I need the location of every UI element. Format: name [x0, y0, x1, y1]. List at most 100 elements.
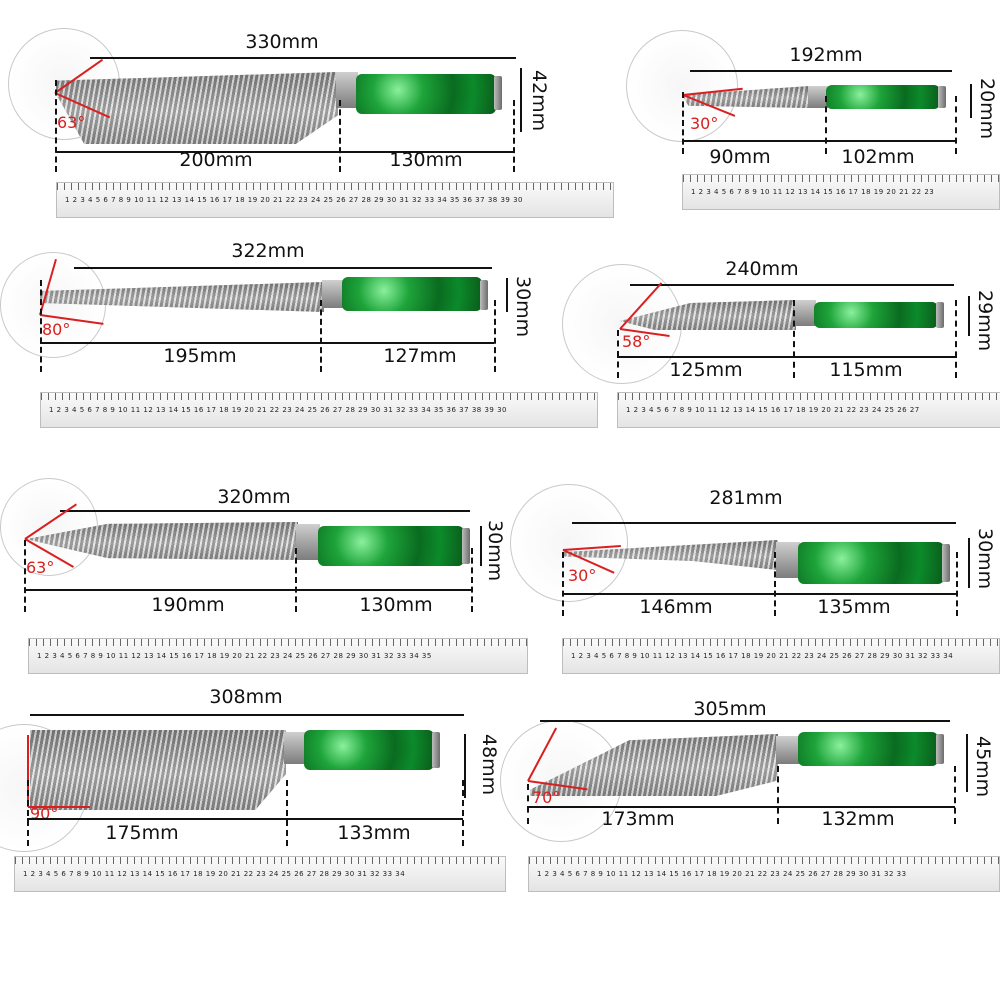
blade-length-label: 90mm	[709, 146, 771, 168]
dim-marker	[295, 548, 297, 612]
knife-handle	[798, 732, 938, 766]
knife-handle	[798, 542, 944, 584]
height-label: 29mm	[974, 290, 996, 352]
knife-bolster	[284, 732, 306, 764]
knife-end-cap	[942, 544, 950, 582]
knife-end-cap	[432, 732, 440, 768]
dim-marker	[527, 784, 529, 824]
dim-marker	[954, 766, 956, 824]
segment-line	[24, 589, 472, 591]
total-length-line	[60, 510, 470, 512]
blade-angle-label: 63°	[26, 558, 55, 577]
blade-angle-label: 30°	[690, 114, 719, 133]
height-label: 20mm	[976, 78, 998, 140]
segment-line	[40, 342, 494, 344]
height-label: 45mm	[972, 736, 994, 798]
blade-length-label: 190mm	[151, 594, 225, 616]
total-length-label: 320mm	[217, 486, 291, 508]
blade-angle-label: 80°	[42, 320, 71, 339]
dim-marker	[955, 300, 957, 378]
handle-length-label: 115mm	[829, 359, 903, 381]
blade-length-label: 175mm	[105, 822, 179, 844]
dim-marker	[955, 96, 957, 154]
blade-angle-label: 58°	[622, 332, 651, 351]
segment-line	[27, 818, 463, 820]
handle-length-label: 130mm	[389, 149, 463, 171]
segment-line	[682, 140, 956, 142]
segment-line	[617, 356, 957, 358]
ruler: 1 2 3 4 5 6 7 8 9 10 11 12 13 14 15 16 1…	[562, 638, 1000, 674]
handle-length-label: 132mm	[821, 808, 895, 830]
knife-handle	[318, 526, 464, 566]
dim-marker	[40, 280, 42, 372]
total-length-line	[540, 720, 950, 722]
total-length-line	[630, 284, 954, 286]
ruler: 1 2 3 4 5 6 7 8 9 10 11 12 13 14 15 16 1…	[682, 174, 1000, 210]
handle-length-label: 135mm	[817, 596, 891, 618]
total-length-line	[690, 70, 952, 72]
knife-end-cap	[938, 86, 946, 108]
knife-end-cap	[494, 76, 502, 110]
total-length-line	[90, 57, 516, 59]
blade-angle-label: 63°	[57, 113, 86, 132]
height-line	[970, 84, 972, 118]
blade-angle-label: 30°	[568, 566, 597, 585]
dim-marker	[27, 780, 29, 846]
segment-line	[562, 593, 958, 595]
height-label: 42mm	[528, 70, 550, 132]
knife-handle	[342, 277, 482, 311]
blade-length-label: 146mm	[639, 596, 713, 618]
protractor-icon	[510, 484, 628, 602]
dim-marker	[777, 766, 779, 824]
total-length-label: 308mm	[209, 686, 283, 708]
ruler: 1 2 3 4 5 6 7 8 9 10 11 12 13 14 15 16 1…	[14, 856, 506, 892]
dim-marker	[320, 300, 322, 372]
handle-length-label: 127mm	[383, 345, 457, 367]
blade-length-label: 173mm	[601, 808, 675, 830]
knife-bolster	[296, 524, 320, 560]
dim-marker	[286, 780, 288, 846]
knife-blade	[30, 730, 286, 810]
ruler: 1 2 3 4 5 6 7 8 9 10 11 12 13 14 15 16 1…	[617, 392, 1000, 428]
blade-angle-label: 70°	[532, 788, 561, 807]
knife-end-cap	[936, 734, 944, 764]
ruler: 1 2 3 4 5 6 7 8 9 10 11 12 13 14 15 16 1…	[56, 182, 614, 218]
total-length-line	[74, 267, 492, 269]
total-length-label: 240mm	[725, 258, 799, 280]
total-length-label: 281mm	[709, 487, 783, 509]
dim-marker	[774, 552, 776, 616]
dim-marker	[494, 300, 496, 372]
blade-length-label: 125mm	[669, 359, 743, 381]
knife-end-cap	[936, 302, 944, 328]
knife-blade	[56, 72, 338, 144]
knife-bolster	[776, 736, 800, 764]
knife-end-cap	[462, 528, 470, 564]
height-line	[968, 538, 970, 588]
knife-bolster	[336, 72, 358, 108]
total-length-line	[30, 714, 464, 716]
total-length-label: 330mm	[245, 31, 319, 53]
knife-end-cap	[480, 280, 488, 310]
knife-handle	[826, 85, 940, 109]
height-line	[966, 734, 968, 792]
dim-marker	[55, 80, 57, 172]
knife-bolster	[808, 86, 828, 108]
total-length-label: 305mm	[693, 698, 767, 720]
dim-marker	[462, 780, 464, 846]
ruler: 1 2 3 4 5 6 7 8 9 10 11 12 13 14 15 16 1…	[40, 392, 598, 428]
dim-marker	[825, 96, 827, 154]
total-length-label: 322mm	[231, 240, 305, 262]
height-line	[506, 278, 508, 312]
handle-length-label: 133mm	[337, 822, 411, 844]
knife-handle	[304, 730, 434, 770]
dim-marker	[793, 300, 795, 378]
dim-marker	[339, 100, 341, 172]
height-label: 30mm	[484, 520, 506, 582]
dim-marker	[562, 552, 564, 616]
height-label: 48mm	[478, 734, 500, 796]
height-line	[968, 296, 970, 336]
knife-handle	[356, 74, 496, 114]
blade-angle-label: 90°	[30, 804, 59, 823]
knife-handle	[814, 302, 938, 328]
segment-line	[56, 151, 514, 153]
